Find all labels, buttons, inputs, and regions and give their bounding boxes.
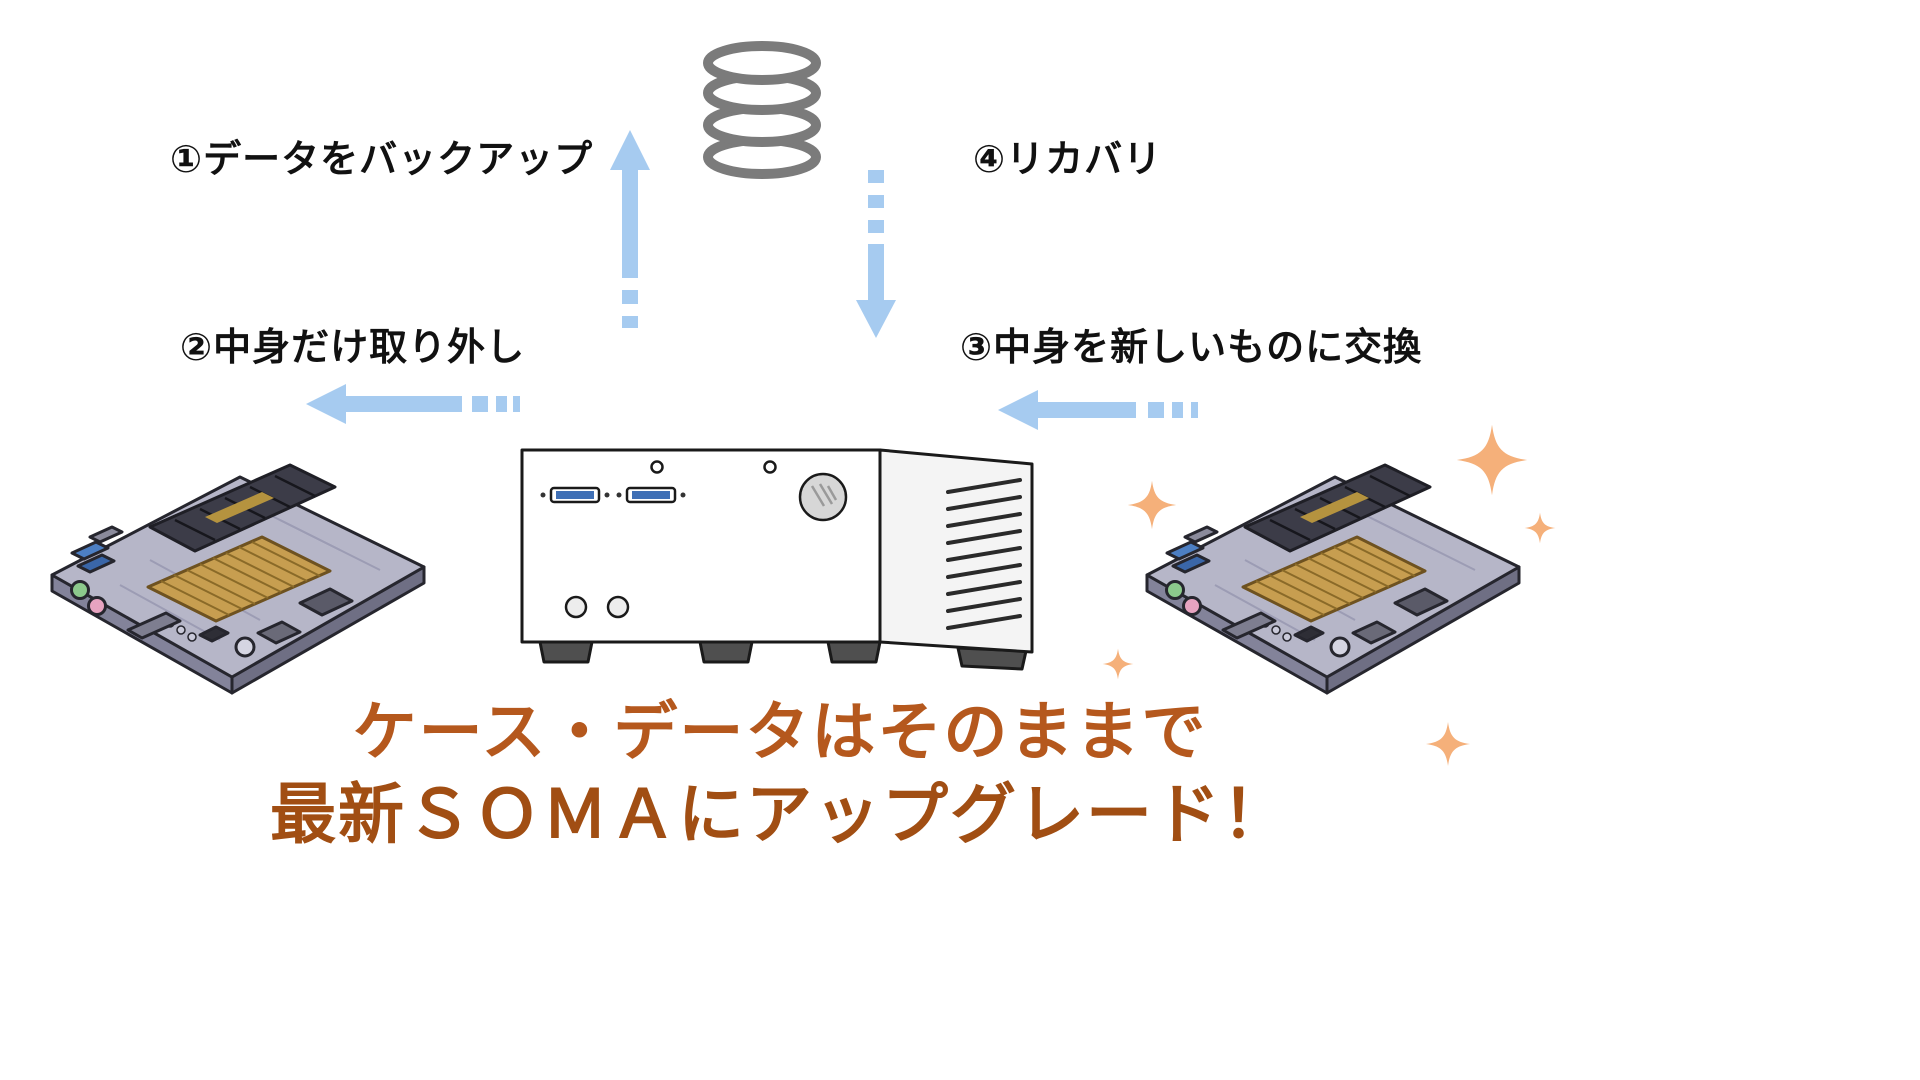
headline-line1: ケース・データはそのままで bbox=[352, 696, 1208, 770]
step2-remove-label: ②中身だけ取り外し bbox=[180, 325, 526, 369]
backup-up-arrow bbox=[610, 130, 650, 328]
headline: ケース・データはそのままで 最新ＳＯＭＡにアップグレード！ bbox=[0, 696, 1560, 853]
usb-ports bbox=[540, 486, 686, 504]
motherboard-new-illustration bbox=[1145, 463, 1521, 695]
headline-line2: 最新ＳＯＭＡにアップグレード！ bbox=[270, 775, 1290, 853]
motherboard-old-illustration bbox=[50, 463, 426, 695]
recovery-down-arrow bbox=[856, 170, 896, 338]
step3-replace-label: ③中身を新しいものに交換 bbox=[960, 325, 1423, 369]
database-icon bbox=[703, 41, 821, 179]
replace-left-arrow bbox=[998, 390, 1198, 430]
step4-recovery-label: ④リカバリ bbox=[973, 137, 1163, 181]
power-button-icon bbox=[798, 472, 848, 522]
remove-left-arrow bbox=[306, 384, 520, 424]
step1-backup-label: ①データをバックアップ bbox=[170, 137, 594, 181]
pc-case-illustration bbox=[520, 448, 1034, 671]
